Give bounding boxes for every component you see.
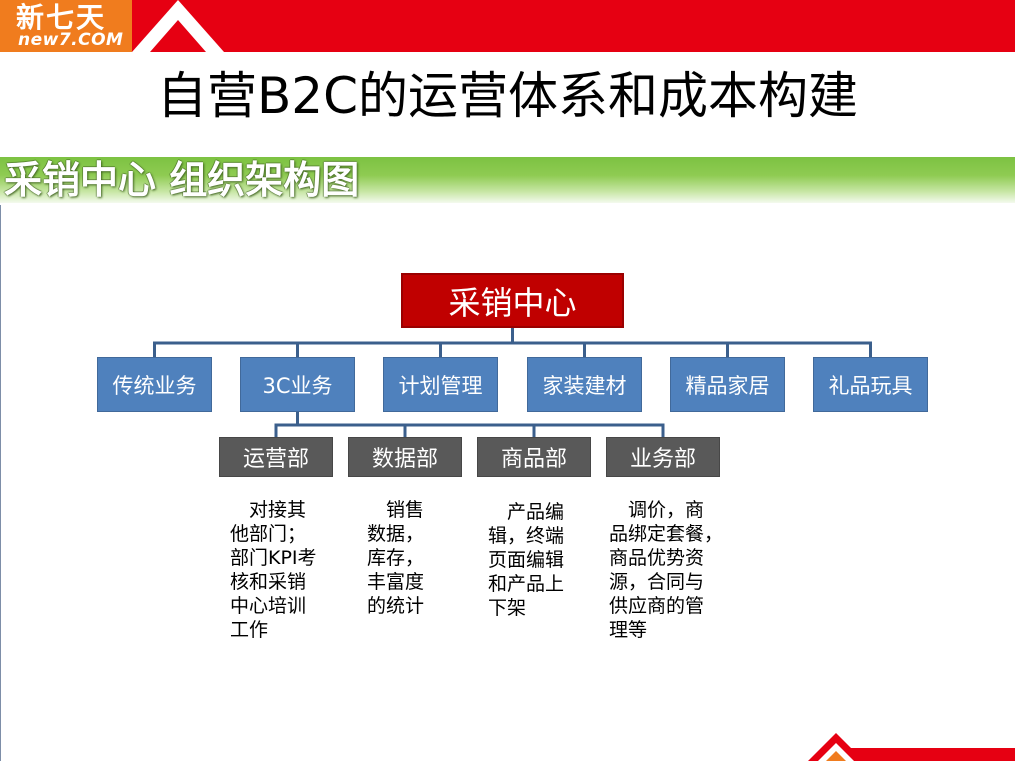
sub-department-operations: 运营部 — [219, 437, 333, 477]
left-border-line — [0, 205, 1, 761]
description-line: 丰富度 — [367, 571, 425, 593]
business-unit-gifts-toys: 礼品玩具 — [813, 357, 928, 412]
sub-department-business: 业务部 — [606, 437, 720, 477]
description-line: 数据， — [367, 523, 425, 545]
description-operations: 对接其 他部门； 部门KPI考 核和采销 中心培训 工作 — [230, 498, 317, 642]
description-line: 调价，商 — [628, 499, 705, 521]
business-unit-home-build: 家装建材 — [527, 357, 642, 412]
sub-department-data: 数据部 — [348, 437, 462, 477]
description-line: 核和采销 — [230, 571, 307, 593]
logo-peak-inner — [150, 20, 206, 52]
section-header-title: 采销中心 组织架构图 — [4, 158, 360, 202]
top-banner — [0, 0, 1015, 52]
description-line: 对接其 — [249, 499, 307, 521]
description-line: 下架 — [488, 597, 527, 619]
logo-background — [0, 0, 132, 52]
description-line: 商品优势资 — [609, 547, 705, 569]
description-business: 调价，商 品绑定套餐， 商品优势资 源，合同与 供应商的管 理等 — [609, 498, 723, 642]
description-line: 理等 — [609, 619, 648, 641]
description-line: 品绑定套餐， — [609, 523, 724, 545]
description-products: 产品编 辑，终端 页面编辑 和产品上 下架 — [488, 500, 564, 620]
description-line: 他部门； — [230, 523, 307, 545]
description-line: 中心培训 — [230, 595, 307, 617]
logo: 新七天 new7.COM — [0, 0, 132, 52]
logo-brand-en: new7.COM — [18, 30, 124, 50]
footer-peak-inner — [826, 751, 846, 761]
logo-brand-cn: 新七天 — [16, 1, 107, 34]
description-line: 的统计 — [367, 595, 425, 617]
description-line: 页面编辑 — [488, 549, 565, 571]
description-line: 辑，终端 — [488, 525, 565, 547]
org-root-node: 采销中心 — [401, 273, 624, 328]
description-line: 和产品上 — [488, 573, 565, 595]
description-data: 销售 数据， 库存， 丰富度 的统计 — [367, 498, 424, 618]
business-unit-traditional: 传统业务 — [97, 357, 212, 412]
slide-title: 自营B2C的运营体系和成本构建 — [156, 67, 859, 125]
description-line: 供应商的管 — [609, 595, 705, 617]
description-line: 部门KPI考 — [230, 547, 317, 569]
business-unit-3c: 3C业务 — [240, 357, 355, 412]
footer-red-band — [850, 748, 1015, 761]
description-line: 产品编 — [507, 501, 565, 523]
business-unit-planning: 计划管理 — [383, 357, 498, 412]
description-line: 销售 — [386, 499, 425, 521]
description-line: 源，合同与 — [609, 571, 705, 593]
sub-department-products: 商品部 — [477, 437, 591, 477]
description-line: 库存， — [367, 547, 425, 569]
footer-decoration — [808, 733, 1015, 761]
section-header-band: 采销中心 组织架构图 — [0, 157, 1015, 203]
description-line: 工作 — [230, 619, 269, 641]
business-unit-home-deco: 精品家居 — [670, 357, 785, 412]
